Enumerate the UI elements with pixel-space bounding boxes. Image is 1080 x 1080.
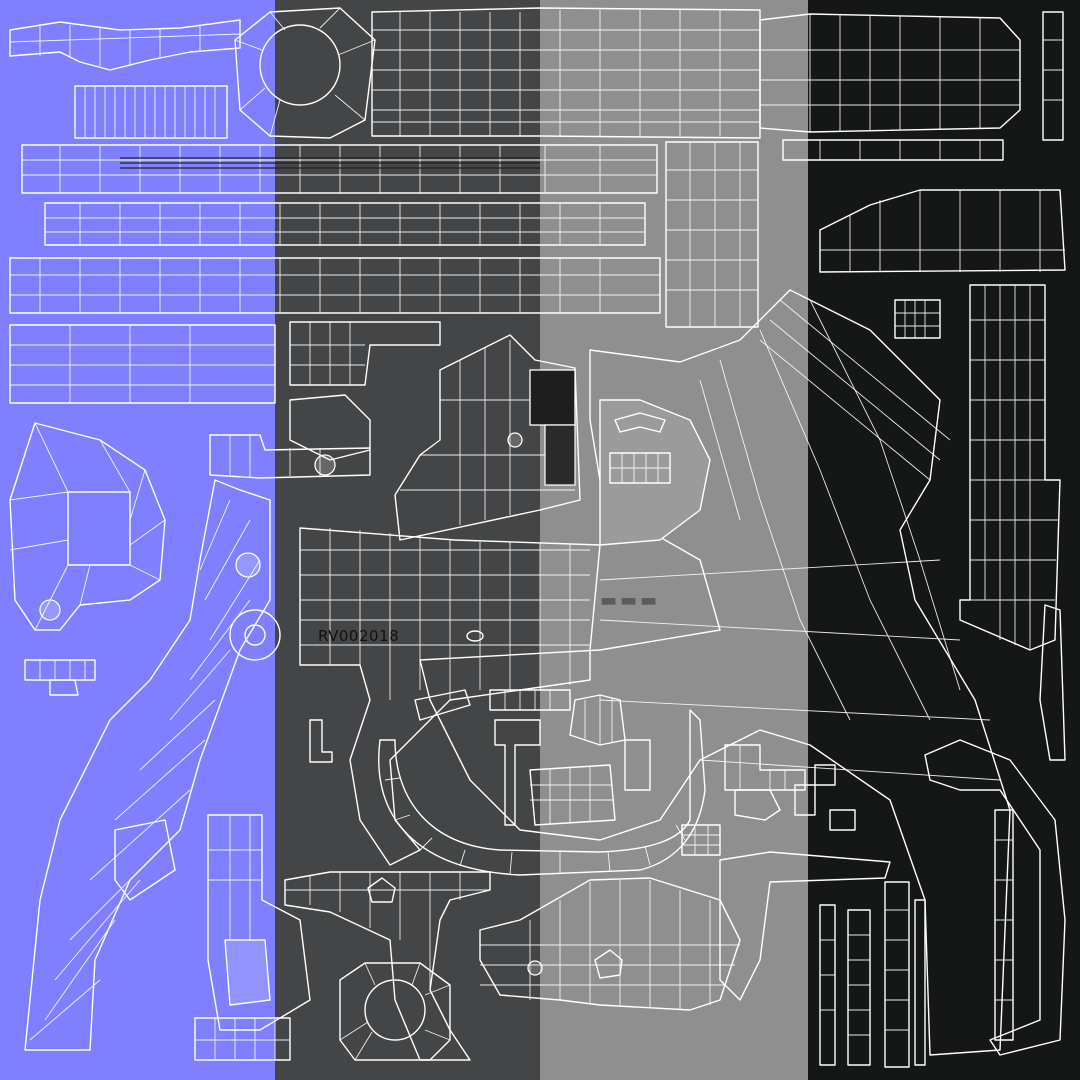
uv-shell-small-block-left xyxy=(24,659,96,696)
uv-shell-hammer xyxy=(394,334,581,541)
uv-shell-cylinder-body xyxy=(371,7,1021,139)
uv-shell-frame-side xyxy=(419,289,1011,1056)
uv-shell-barrel-column xyxy=(959,284,1066,761)
uv-shell-cylinder-face xyxy=(229,609,281,661)
uv-shell-bottom-strip-left xyxy=(194,1017,291,1061)
uv-shell-frame-main xyxy=(299,527,601,866)
dark-gray-band xyxy=(275,0,540,1080)
black-band xyxy=(808,0,1080,1080)
uv-shell-l-part xyxy=(309,719,333,763)
uv-shell-small-parts xyxy=(209,321,441,479)
uv-shell-trigger-guard xyxy=(378,709,706,876)
uv-shell-internal-parts xyxy=(414,689,856,856)
uv-shell-d-frame-right xyxy=(924,739,1066,1056)
uv-shell-frame-lower xyxy=(479,851,891,1011)
mid-gray-band xyxy=(540,0,808,1080)
uv-shell-bottom-right-strips xyxy=(819,809,1014,1068)
uv-shell-cylinder-ring xyxy=(234,7,376,139)
uv-shell-barrel-strips xyxy=(9,144,661,404)
uv-shell-d-frame-left xyxy=(9,422,166,631)
serial-marking: RV002018 xyxy=(318,627,400,645)
uv-shell-grip-strap xyxy=(24,479,271,1051)
uv-shell-top-strip xyxy=(9,19,241,71)
uv-shell-small-grid-center xyxy=(609,299,941,484)
uv-shell-frame-pieces-left xyxy=(207,814,311,1031)
uv-shell-right-strips xyxy=(665,139,1066,328)
uv-shell-side-strip xyxy=(1042,11,1064,141)
uv-shell-hammer-ring xyxy=(339,962,451,1061)
maker-stamp-logo: ▬▬▬ xyxy=(600,590,661,611)
uv-shell-grip-serrations xyxy=(74,85,228,139)
uv-shell-grip-bottom xyxy=(284,871,491,1061)
